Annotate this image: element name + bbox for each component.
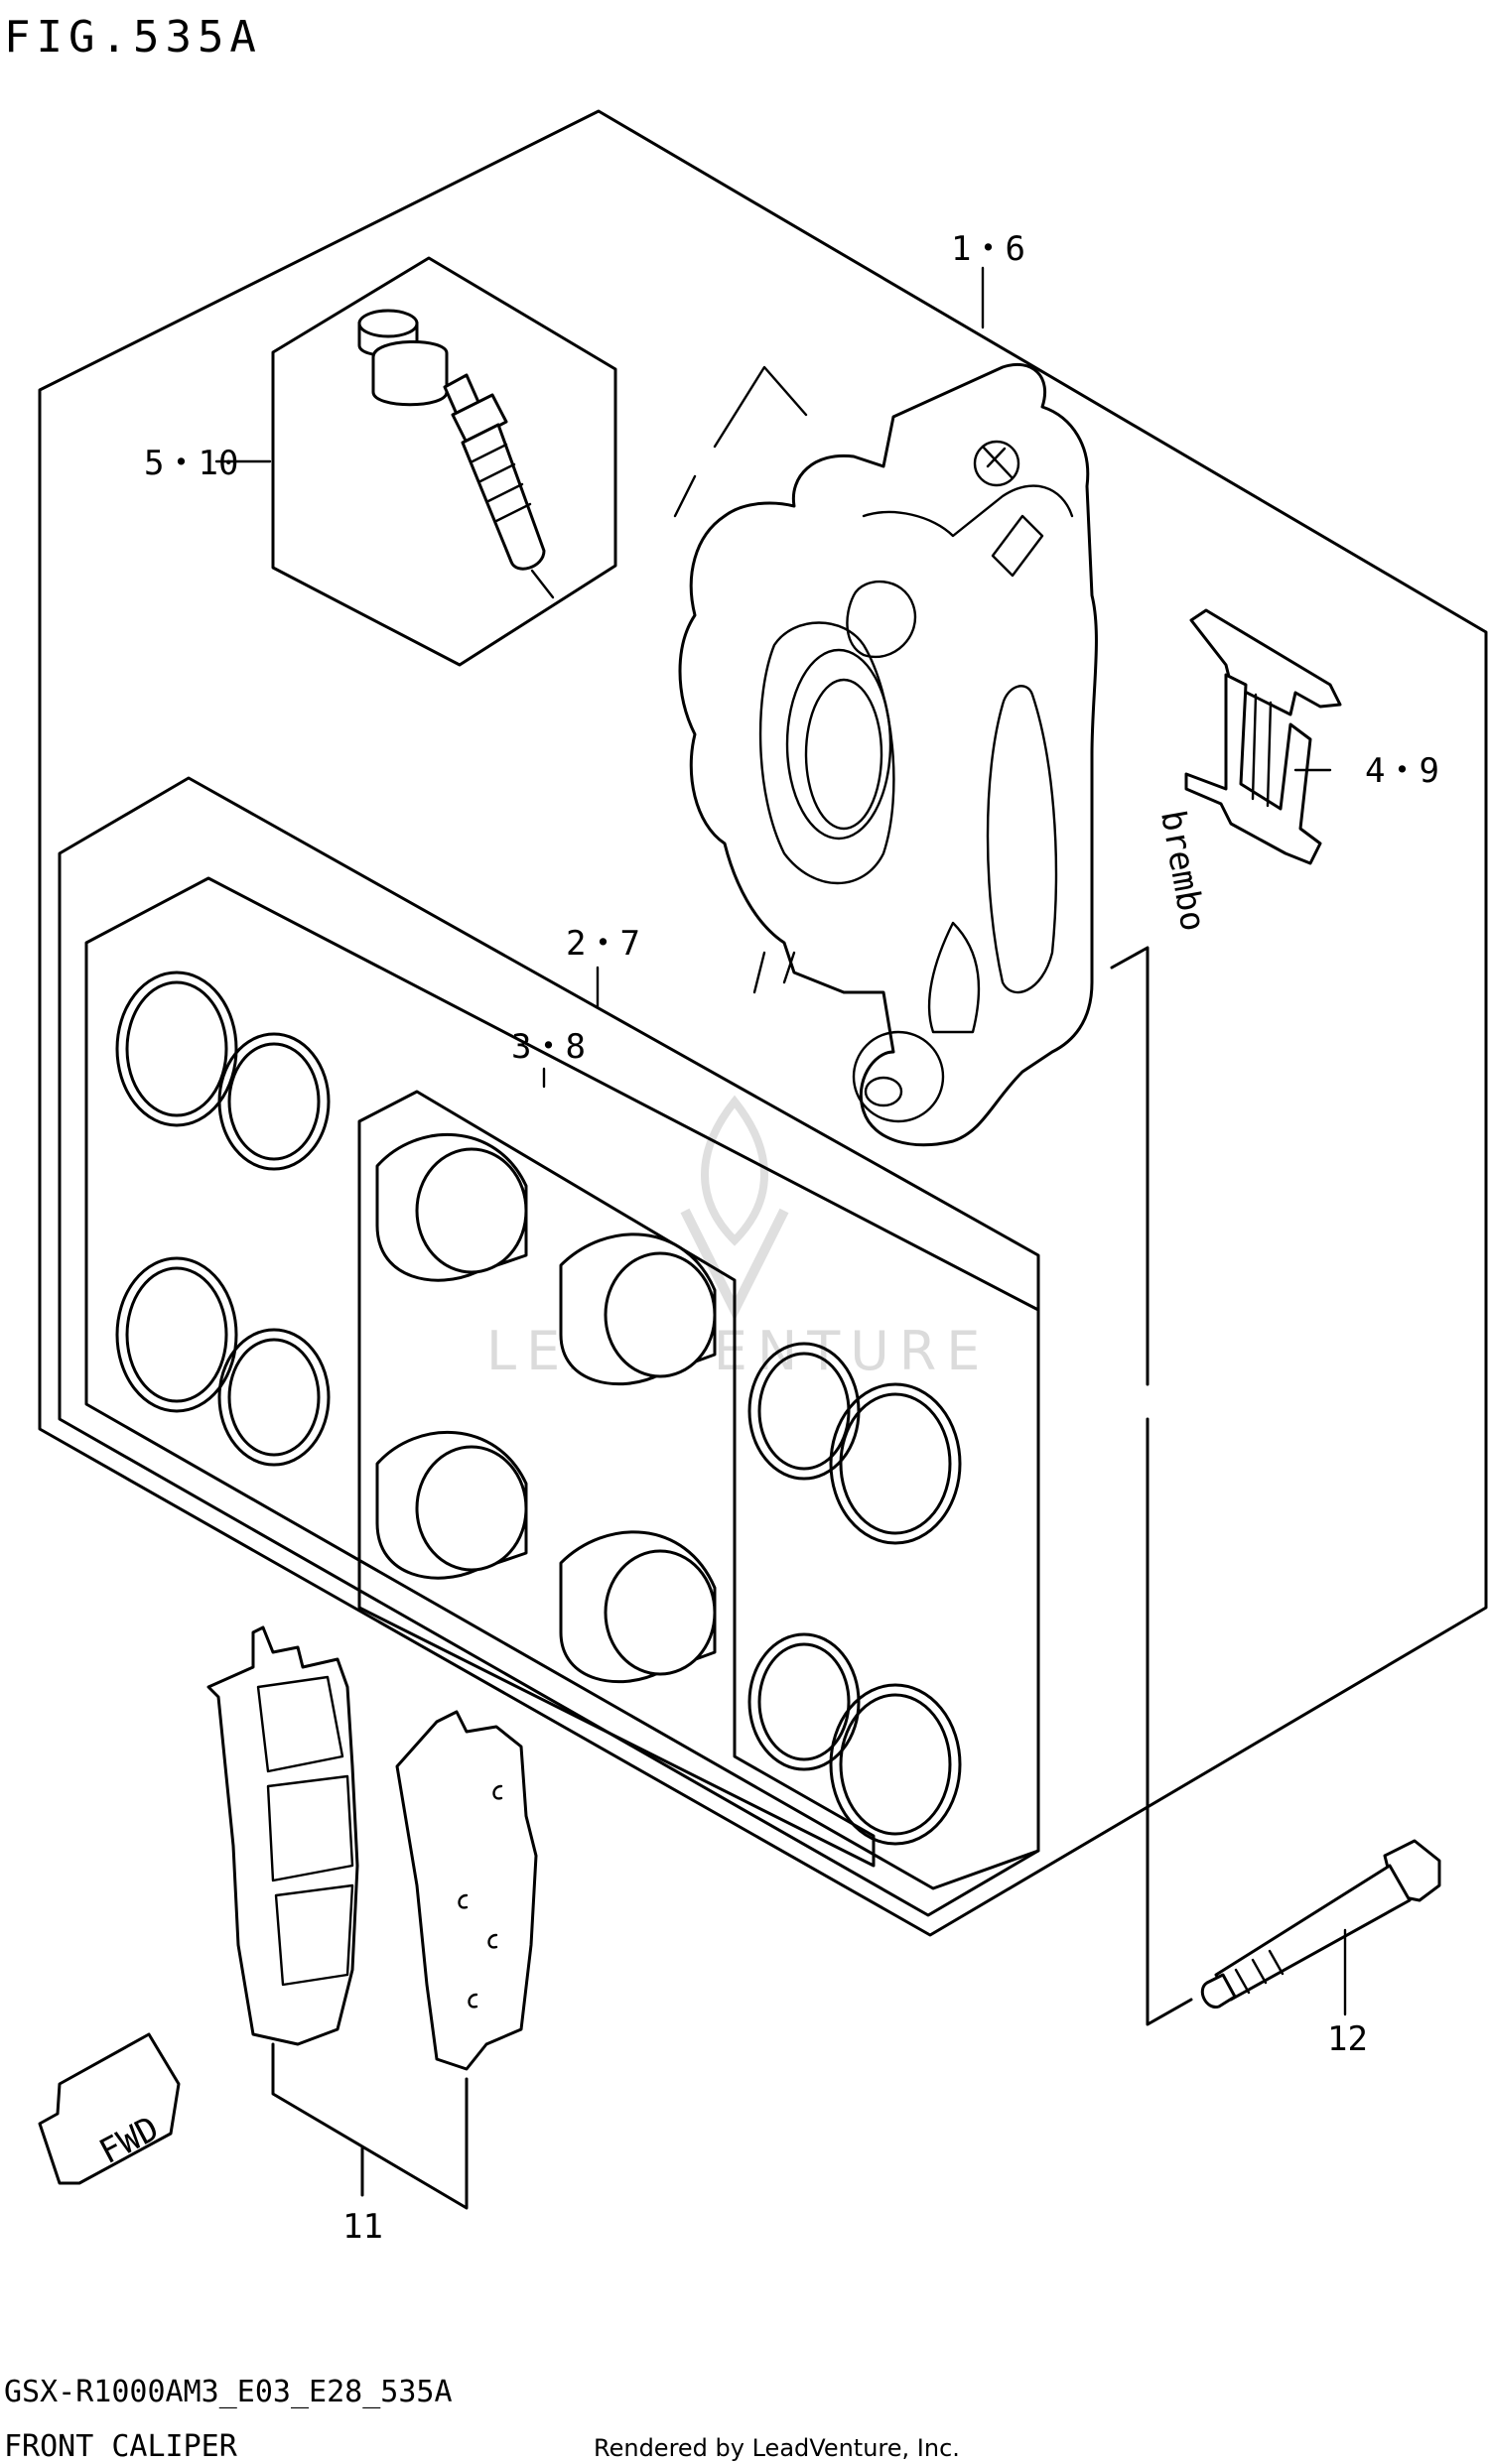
callout-4-9: 4・9 (1365, 751, 1439, 791)
callout-12: 12 (1327, 2019, 1368, 2059)
callout-3-8: 3・8 (511, 1027, 586, 1067)
figure-caption: FRONT CALIPER (4, 2429, 238, 2464)
caliper-leader (673, 365, 808, 518)
seals-left (115, 971, 331, 1467)
figure-title: FIG.535A (4, 12, 262, 63)
bracket-right (1110, 946, 1150, 1386)
brake-pads (206, 1625, 538, 2071)
pistons (375, 1132, 717, 1684)
assembly-outline (38, 109, 1488, 1937)
seal-set-outline (84, 876, 1040, 1890)
fwd-arrow-icon: FWD (38, 2032, 181, 2185)
callout-5-10: 5・10 (144, 444, 238, 483)
pad-spring (1184, 608, 1342, 865)
bleeder-screw (443, 373, 555, 599)
callout-1-6: 1・6 (951, 229, 1025, 269)
piston-box (357, 1090, 876, 1868)
bracket-bolt (1146, 1417, 1193, 2026)
bleeder-cap (357, 309, 449, 407)
pads-leader (271, 2042, 469, 2210)
mounting-bolt (1200, 1839, 1441, 2009)
render-credit: Rendered by LeadVenture, Inc. (594, 2434, 960, 2462)
callout-leaders (214, 266, 1347, 2016)
caliper-body: brembo (678, 362, 1213, 1147)
model-code: GSX-R1000AM3_E03_E28_535A (4, 2375, 453, 2409)
caliper-logo: brembo (1152, 808, 1213, 935)
bleeder-kit-outline (271, 256, 617, 667)
seals-right (747, 1342, 962, 1846)
callout-11: 11 (342, 2207, 383, 2247)
callout-2-7: 2・7 (566, 924, 640, 964)
